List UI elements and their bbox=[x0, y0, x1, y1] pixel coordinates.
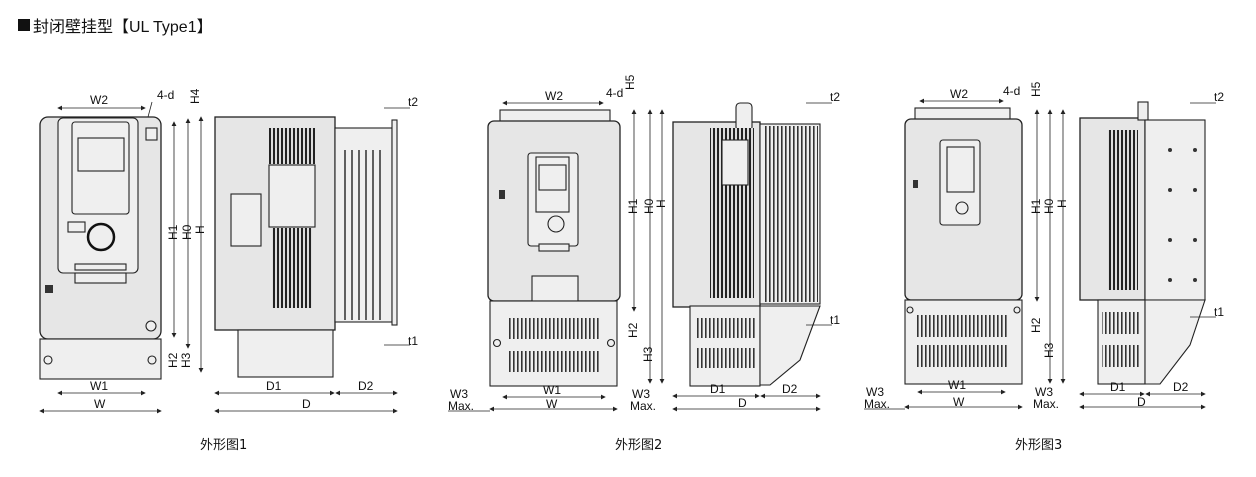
dim-h0: H0 bbox=[642, 198, 656, 214]
side-view-3 bbox=[1079, 101, 1206, 385]
dim-w: W bbox=[546, 397, 558, 411]
figure-3: W2 4-d H5 H1 H0 H H2 H3 W3 Max. W1 W W3 … bbox=[864, 81, 1224, 453]
front-view-1 bbox=[39, 116, 162, 380]
dim-h2: H2 bbox=[166, 352, 180, 368]
dim-h0: H0 bbox=[180, 224, 194, 240]
dim-w3-right: W3 bbox=[1035, 385, 1053, 399]
dim-h5: H5 bbox=[1029, 81, 1043, 97]
dim-h: H bbox=[654, 199, 668, 208]
dimensions-1: W2 4-d H4 H1 H0 H H2 H3 W1 W D1 D2 D t2 … bbox=[39, 88, 418, 414]
dim-h1: H1 bbox=[1029, 198, 1043, 214]
figure-2: W2 4-d H5 H1 H0 H H2 H3 W3 Max. W1 W W3 … bbox=[448, 74, 840, 453]
dim-d1: D1 bbox=[710, 382, 726, 396]
dim-t1: t1 bbox=[408, 334, 418, 348]
dim-w2: W2 bbox=[545, 89, 563, 103]
front-view-2 bbox=[487, 109, 621, 387]
figure-caption-2: 外形图2 bbox=[615, 438, 662, 453]
dim-h: H bbox=[193, 225, 207, 234]
dim-h5: H5 bbox=[623, 74, 637, 90]
section-title: 封闭壁挂型【UL Type1】 bbox=[18, 13, 213, 37]
mounting-holes-3 bbox=[1168, 148, 1197, 282]
dim-d2: D2 bbox=[1173, 380, 1189, 394]
dim-d2: D2 bbox=[358, 379, 374, 393]
dim-w3-left: W3 bbox=[450, 387, 468, 401]
dim-d1: D1 bbox=[1110, 380, 1126, 394]
dim-w1: W1 bbox=[90, 379, 108, 393]
front-view-3 bbox=[904, 107, 1023, 385]
dim-t1: t1 bbox=[830, 313, 840, 327]
dim-h1: H1 bbox=[166, 224, 180, 240]
dim-4d: 4-d bbox=[606, 86, 623, 100]
section-title-text: 封闭壁挂型【UL Type1】 bbox=[33, 19, 213, 36]
dim-w3-left-max: Max. bbox=[864, 397, 890, 411]
dimensions-3: W2 4-d H5 H1 H0 H H2 H3 W3 Max. W1 W W3 … bbox=[864, 81, 1224, 411]
side-view-1 bbox=[214, 116, 398, 378]
figure-1: W2 4-d H4 H1 H0 H H2 H3 W1 W D1 D2 D t2 … bbox=[39, 88, 418, 453]
dim-h1: H1 bbox=[626, 198, 640, 214]
dim-d: D bbox=[738, 396, 747, 410]
dim-h2: H2 bbox=[626, 322, 640, 338]
side-view-2 bbox=[672, 102, 821, 387]
heatsink-fins-1 bbox=[344, 150, 381, 320]
dim-w2: W2 bbox=[90, 93, 108, 107]
dim-w3-left: W3 bbox=[866, 385, 884, 399]
dim-t2: t2 bbox=[1214, 90, 1224, 104]
dim-4d: 4-d bbox=[1003, 84, 1020, 98]
dim-w1: W1 bbox=[948, 378, 966, 392]
dim-h3: H3 bbox=[1042, 342, 1056, 358]
dim-t2: t2 bbox=[408, 95, 418, 109]
dim-w: W bbox=[94, 397, 106, 411]
dim-d: D bbox=[1137, 395, 1146, 409]
dim-t1: t1 bbox=[1214, 305, 1224, 319]
dim-h4: H4 bbox=[188, 88, 202, 104]
dim-4d: 4-d bbox=[157, 88, 174, 102]
dim-h3: H3 bbox=[179, 352, 193, 368]
dim-w3-left-max: Max. bbox=[448, 399, 474, 413]
dim-w: W bbox=[953, 395, 965, 409]
dim-w3-right: W3 bbox=[632, 387, 650, 401]
dim-d: D bbox=[302, 397, 311, 411]
dim-w3-right-max: Max. bbox=[1033, 397, 1059, 411]
dim-h3: H3 bbox=[641, 346, 655, 362]
dim-d2: D2 bbox=[782, 382, 798, 396]
dim-t2: t2 bbox=[830, 90, 840, 104]
dim-h0: H0 bbox=[1042, 198, 1056, 214]
dim-h: H bbox=[1055, 199, 1069, 208]
figure-caption-1: 外形图1 bbox=[200, 438, 247, 453]
figure-caption-3: 外形图3 bbox=[1015, 438, 1062, 453]
dim-w1: W1 bbox=[543, 383, 561, 397]
bullet-square-icon bbox=[18, 19, 30, 31]
dim-d1: D1 bbox=[266, 379, 282, 393]
heatsink-fins-2 bbox=[763, 126, 818, 302]
dim-w3-right-max: Max. bbox=[630, 399, 656, 413]
dimensions-2: W2 4-d H5 H1 H0 H H2 H3 W3 Max. W1 W W3 … bbox=[448, 74, 840, 413]
dim-w2: W2 bbox=[950, 87, 968, 101]
dim-h2: H2 bbox=[1029, 317, 1043, 333]
